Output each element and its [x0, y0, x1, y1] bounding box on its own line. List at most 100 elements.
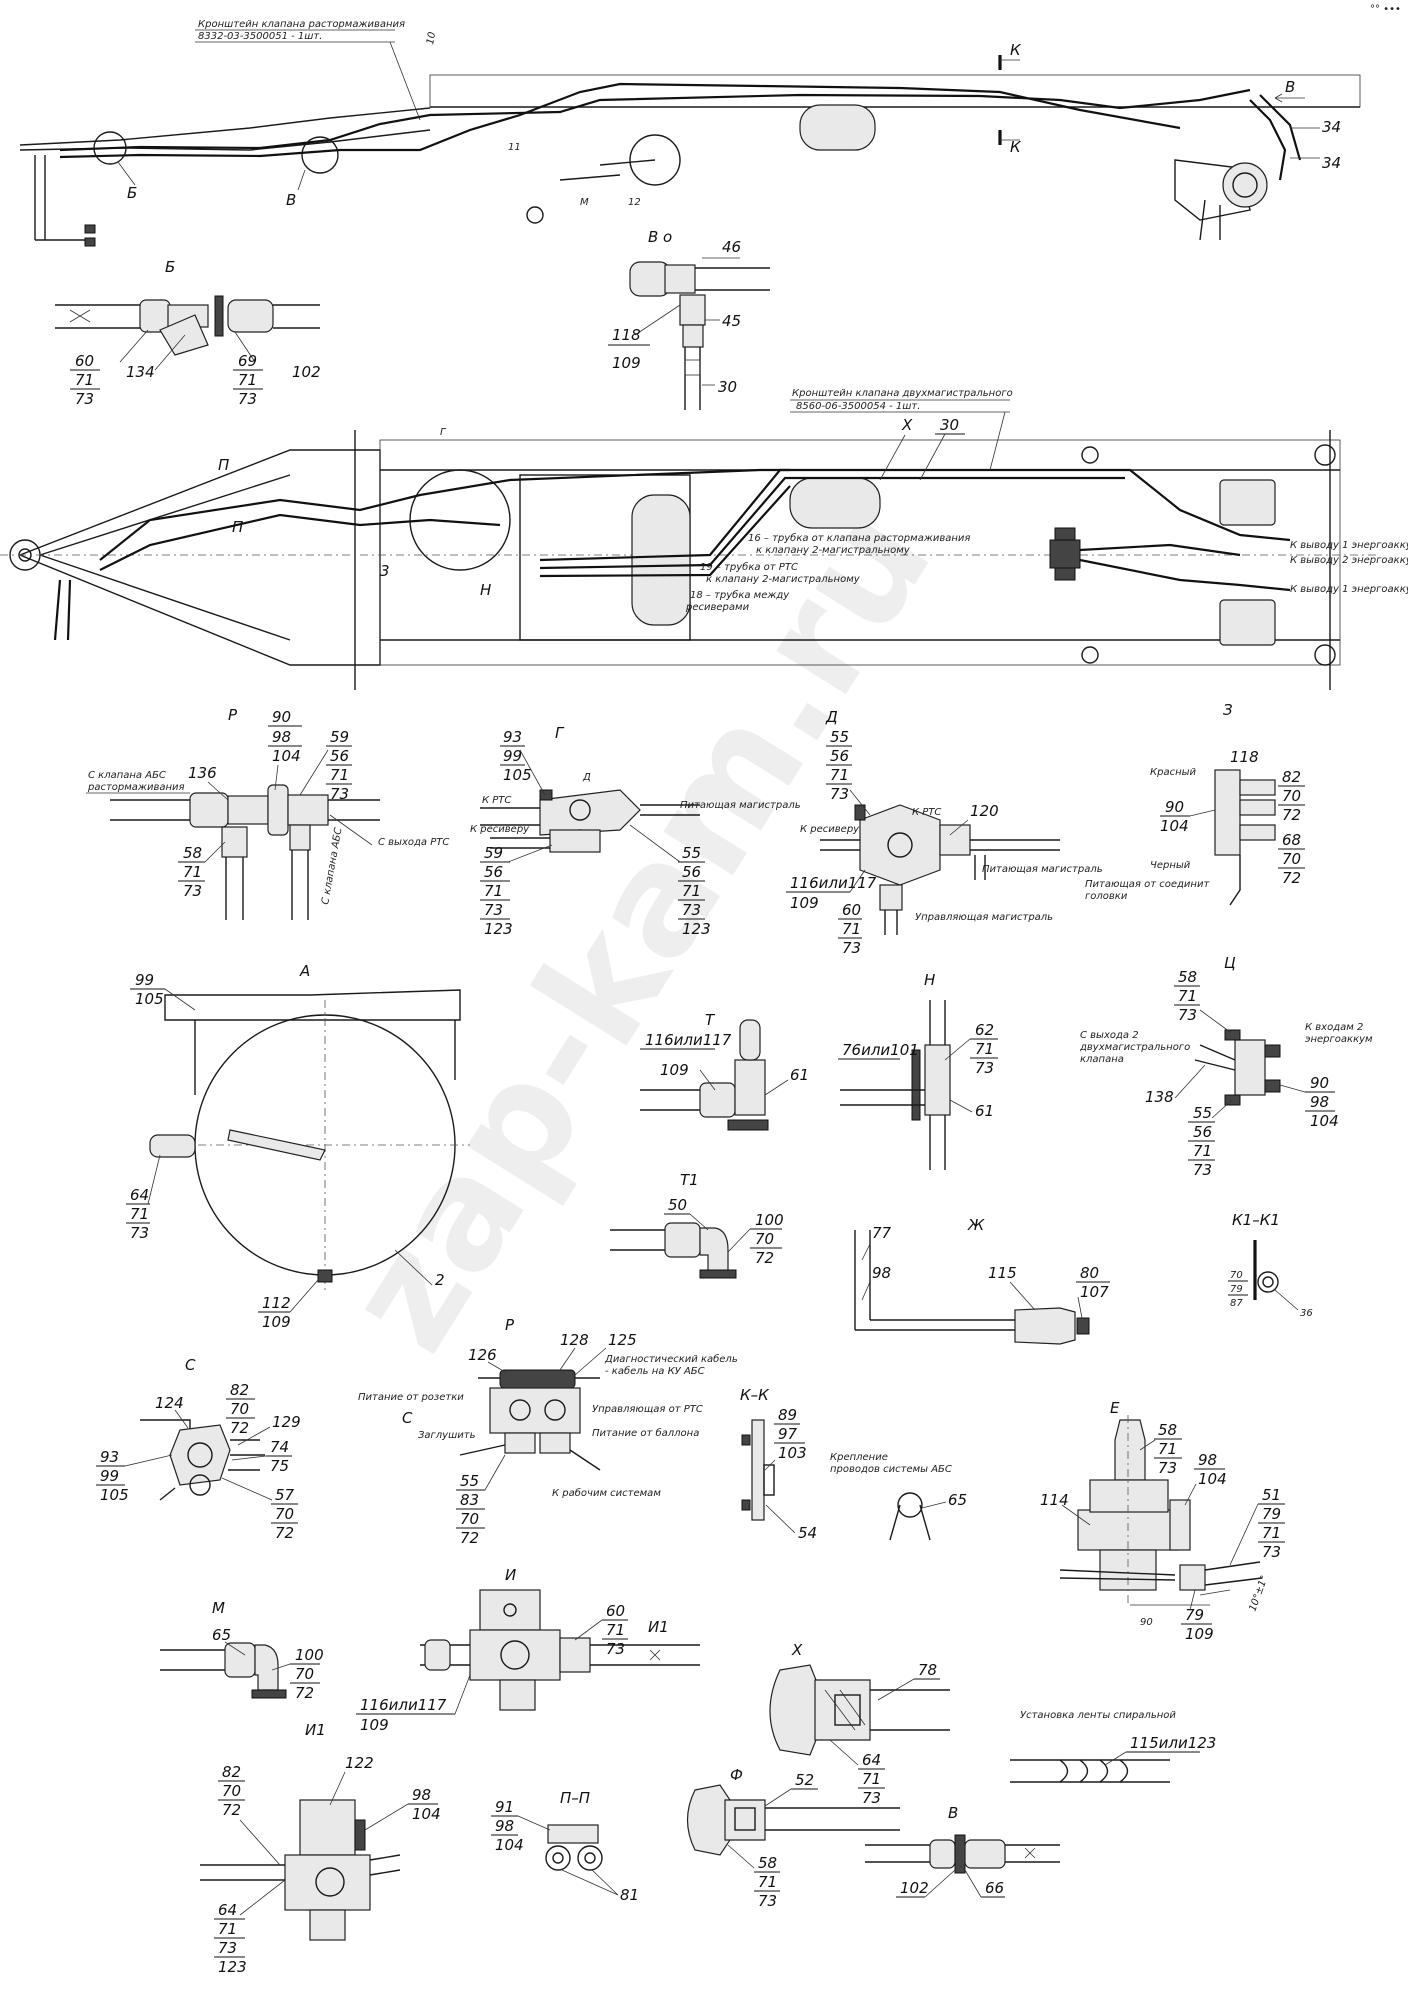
svg-text:82: 82	[222, 1763, 241, 1781]
svg-text:Черный: Черный	[1150, 860, 1191, 871]
svg-text:51: 51	[1262, 1486, 1281, 1504]
detail-view-r2: Р 126 128 125 55 83 70 72 Диагностически…	[358, 1316, 738, 1547]
svg-text:71: 71	[830, 766, 849, 784]
svg-text:Х: Х	[791, 1641, 803, 1659]
svg-text:123: 123	[682, 920, 711, 938]
svg-text:Питание от баллона: Питание от баллона	[592, 1427, 699, 1439]
svg-text:71: 71	[842, 920, 861, 938]
svg-text:З: З	[1223, 701, 1233, 719]
svg-text:54: 54	[798, 1524, 817, 1542]
detail-view-v-rotated: В о 46 118 109 45 30	[608, 228, 770, 410]
svg-text:72: 72	[275, 1524, 294, 1542]
svg-text:55: 55	[830, 728, 849, 746]
svg-text:87: 87	[1230, 1298, 1243, 1309]
svg-text:74: 74	[270, 1438, 289, 1456]
svg-text:55: 55	[460, 1472, 479, 1490]
detail-view-g: Г 93 99 105 59 56 71 73 123 55 56 71 73 …	[470, 724, 801, 938]
svg-text:98: 98	[272, 728, 291, 746]
svg-text:73: 73	[1158, 1459, 1177, 1477]
corner-mark: °° •••	[1370, 4, 1401, 15]
svg-text:58: 58	[1178, 968, 1197, 986]
svg-text:71: 71	[758, 1873, 777, 1891]
svg-text:70: 70	[275, 1505, 294, 1523]
svg-text:58: 58	[183, 844, 202, 862]
svg-text:71: 71	[484, 882, 503, 900]
svg-text:растормаживания: растормаживания	[87, 782, 185, 793]
svg-text:104: 104	[1198, 1470, 1227, 1488]
svg-text:В: В	[948, 1804, 958, 1822]
svg-text:115: 115	[988, 1264, 1017, 1282]
svg-text:19 – трубка от РТС: 19 – трубка от РТС	[700, 561, 798, 573]
svg-text:К выводу 1 энергоаккум: К выводу 1 энергоаккум	[1290, 584, 1408, 595]
svg-text:56: 56	[830, 747, 849, 765]
svg-text:73: 73	[1193, 1161, 1212, 1179]
svg-text:ресиверами: ресиверами	[685, 602, 750, 613]
svg-text:120: 120	[970, 802, 999, 820]
svg-text:73: 73	[830, 785, 849, 803]
svg-text:69: 69	[238, 352, 257, 370]
svg-text:57: 57	[275, 1486, 295, 1504]
view-mark-m: М	[580, 197, 589, 208]
svg-text:109: 109	[790, 894, 819, 912]
svg-text:73: 73	[862, 1789, 881, 1807]
svg-text:64: 64	[130, 1186, 149, 1204]
svg-text:73: 73	[330, 785, 349, 803]
svg-text:134: 134	[126, 363, 155, 381]
detail-view-i: И 60 71 73 116или117 109 И1	[356, 1566, 700, 1734]
svg-text:82: 82	[1282, 768, 1301, 786]
svg-text:118: 118	[1230, 748, 1259, 766]
svg-text:99: 99	[100, 1467, 119, 1485]
svg-text:Управляющая от РТС: Управляющая от РТС	[592, 1404, 703, 1415]
svg-text:73: 73	[218, 1939, 237, 1957]
svg-text:Н: Н	[480, 581, 491, 599]
detail-view-pp: П–П 91 98 104 81	[491, 1789, 639, 1904]
svg-text:73: 73	[75, 390, 94, 408]
svg-text:М: М	[212, 1599, 225, 1617]
view-mark-v-top: В	[1285, 78, 1295, 96]
svg-text:72: 72	[230, 1419, 249, 1437]
pos-34-b: 34	[1322, 154, 1341, 172]
svg-text:80: 80	[1080, 1264, 1099, 1282]
svg-text:71: 71	[75, 371, 94, 389]
pos-11: 11	[508, 142, 521, 153]
top-elevation-view: К К В Б В М 10 11 12 34 34 Кронштейн кла…	[19, 19, 1361, 247]
svg-text:104: 104	[1160, 817, 1189, 835]
svg-text:105: 105	[100, 1486, 129, 1504]
svg-text:Ц: Ц	[1224, 954, 1236, 972]
svg-text:Установка ленты спиральной: Установка ленты спиральной	[1020, 1710, 1176, 1721]
detail-view-v: В 102 66	[865, 1804, 1060, 1898]
svg-text:к клапану 2-магистральному: к клапану 2-магистральному	[756, 545, 911, 556]
svg-text:129: 129	[272, 1413, 301, 1431]
svg-text:136: 136	[188, 764, 217, 782]
svg-text:116или117: 116или117	[645, 1031, 732, 1049]
svg-text:83: 83	[460, 1491, 479, 1509]
svg-text:Г: Г	[555, 724, 565, 742]
svg-text:П: П	[218, 456, 229, 474]
svg-text:72: 72	[460, 1529, 479, 1547]
svg-text:70: 70	[1282, 850, 1301, 868]
svg-text:60: 60	[75, 352, 94, 370]
svg-text:125: 125	[608, 1331, 637, 1349]
svg-text:71: 71	[682, 882, 701, 900]
svg-text:73: 73	[130, 1224, 149, 1242]
detail-view-d: Д 55 56 71 73 120 116или117 109 60 71 73…	[786, 708, 1103, 957]
detail-spiral-tape: Установка ленты спиральной 115или123	[1010, 1710, 1216, 1783]
svg-text:71: 71	[1262, 1524, 1281, 1542]
svg-text:73: 73	[1178, 1006, 1197, 1024]
svg-text:Питание от розетки: Питание от розетки	[358, 1392, 464, 1403]
svg-text:76или101: 76или101	[842, 1041, 919, 1059]
svg-text:проводов системы АБС: проводов системы АБС	[830, 1464, 952, 1475]
svg-text:73: 73	[484, 901, 503, 919]
detail-view-n: Н 76или101 62 71 73 61	[838, 971, 998, 1170]
svg-text:79: 79	[1262, 1505, 1281, 1523]
svg-text:98: 98	[872, 1264, 891, 1282]
svg-text:56: 56	[484, 863, 503, 881]
svg-text:93: 93	[100, 1448, 119, 1466]
svg-text:70: 70	[460, 1510, 479, 1528]
svg-text:К–К: К–К	[740, 1386, 770, 1404]
detail-view-t1: Т1 50 100 70 72	[610, 1171, 784, 1279]
svg-text:109: 109	[612, 354, 641, 372]
svg-text:71: 71	[606, 1621, 625, 1639]
svg-text:73: 73	[606, 1640, 625, 1658]
svg-text:30: 30	[940, 416, 959, 434]
